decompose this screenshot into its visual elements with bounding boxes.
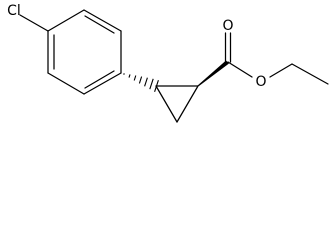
o-ch2-bond	[269, 63, 293, 78]
cyclopropane-bond-left	[155, 85, 178, 123]
ring-double-bond-2	[84, 70, 115, 89]
ch2-ch3-bond	[291, 63, 329, 85]
cyclopropane-bond-right	[176, 85, 199, 123]
ester-c-o-bond	[227, 61, 253, 78]
cyclopropane-ring	[155, 85, 199, 123]
c-cl-bond	[19, 14, 49, 32]
ring-bond-1	[47, 9, 85, 32]
ring-bond-4	[83, 72, 122, 95]
ring-double-bond-1	[84, 15, 115, 34]
carbonyl-oxygen-label: O	[222, 18, 233, 34]
ring-bond-2	[83, 9, 122, 32]
ester-oxygen-label: O	[255, 74, 266, 90]
ring-bond-5	[47, 72, 85, 95]
benzene-ring	[47, 9, 122, 95]
chemical-structure: Cl O O	[7, 3, 329, 123]
wedge-stereo-bond	[197, 60, 229, 86]
hashed-stereo-bond	[123, 73, 159, 92]
chlorine-label: Cl	[7, 3, 21, 19]
